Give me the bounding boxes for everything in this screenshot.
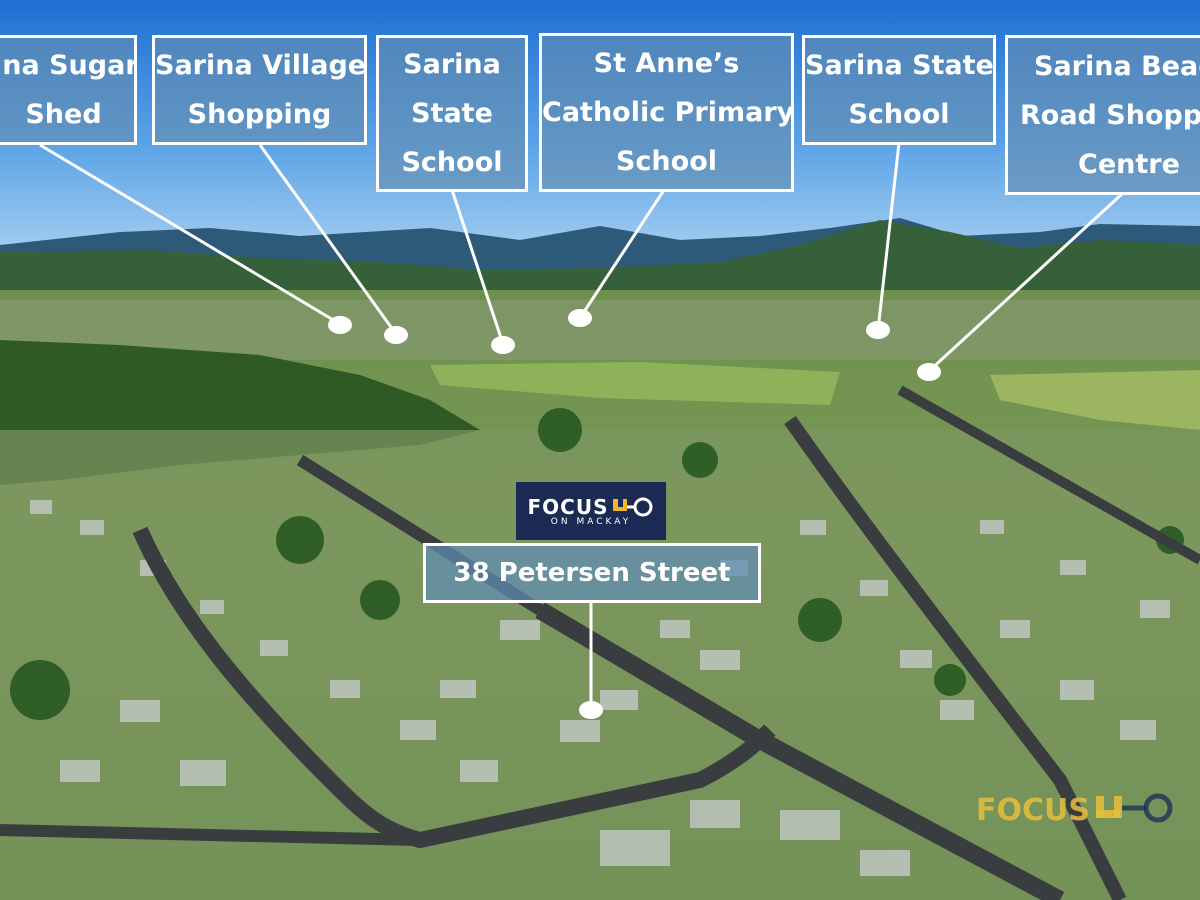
- key-icon: [612, 497, 652, 517]
- key-icon: [1095, 793, 1173, 823]
- label-line: School: [848, 99, 950, 130]
- logo-brand: FOCUS: [527, 495, 609, 519]
- label-line: Road Shoppin: [1020, 99, 1200, 131]
- label-line: Catholic Primary: [542, 97, 794, 128]
- label-line: Sarina State: [805, 50, 994, 81]
- focus-watermark: FOCUS: [976, 790, 1176, 830]
- label-line: Shopping: [187, 99, 332, 130]
- label-sarina-beach-road-shopping: Sarina Beach Road Shoppin Centre: [1005, 35, 1200, 195]
- label-line: Sarina Village: [155, 50, 367, 81]
- label-line: St Anne’s: [593, 48, 740, 79]
- label-st-annes-school: St Anne’s Catholic Primary School: [539, 33, 794, 192]
- property-address-label: 38 Petersen Street: [423, 543, 761, 603]
- marker-dot: [917, 363, 941, 381]
- label-line: School: [401, 147, 503, 178]
- label-line: Centre: [1078, 148, 1180, 180]
- label-sarina-state-school-2: Sarina State School: [802, 35, 996, 145]
- logo-tagline: ON MACKAY: [550, 517, 632, 527]
- marker-dot: [384, 326, 408, 344]
- road-main: [535, 602, 1065, 900]
- focus-logo: FOCUS ON MACKAY: [516, 482, 666, 540]
- label-line: State: [411, 98, 493, 129]
- label-sarina-state-school-1: Sarina State School: [376, 35, 528, 192]
- marker-dot: [491, 336, 515, 354]
- label-sarina-village-shopping: Sarina Village Shopping: [152, 35, 367, 145]
- marker-dot: [866, 321, 890, 339]
- label-line: School: [615, 146, 718, 177]
- distant-town: [0, 300, 1200, 360]
- road-far-right: [897, 385, 1200, 565]
- road-right: [784, 415, 1127, 900]
- marker-dot: [328, 316, 352, 334]
- road-curve: [132, 526, 776, 849]
- label-line: Sarina: [403, 49, 501, 80]
- field: [430, 362, 840, 405]
- marker-dot: [579, 701, 603, 719]
- paddock: [990, 370, 1200, 430]
- marker-dot: [568, 309, 592, 327]
- label-line: Shed: [25, 99, 102, 130]
- label-line: ina Sugar: [0, 50, 137, 81]
- label-sarina-sugar-shed: ina Sugar Shed: [0, 35, 137, 145]
- watermark-text: FOCUS: [976, 792, 1090, 828]
- label-line: Sarina Beach: [1034, 50, 1200, 82]
- road-bottom: [0, 824, 421, 846]
